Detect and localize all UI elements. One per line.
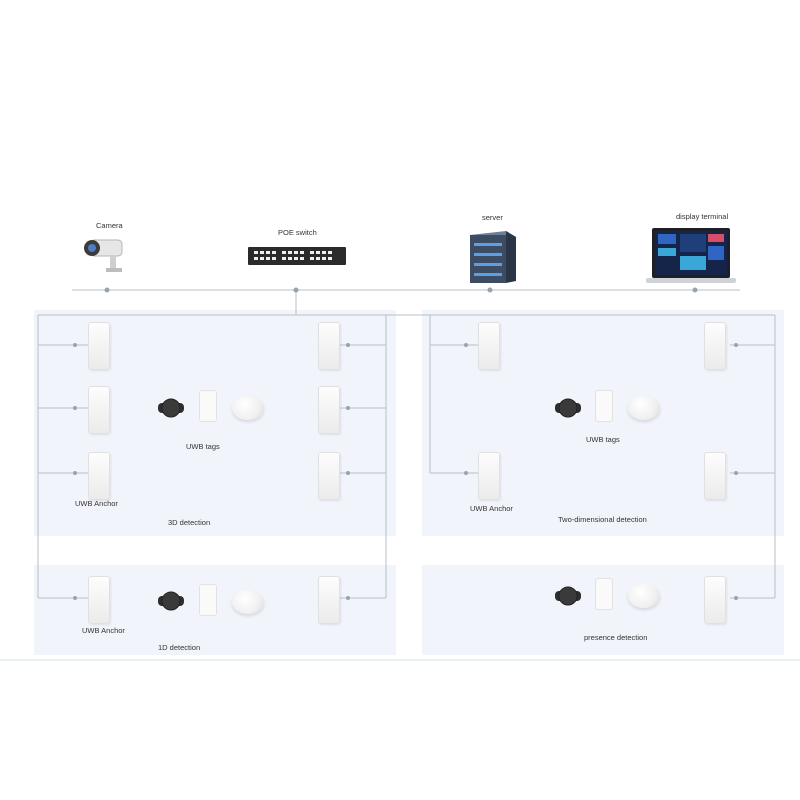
uwb-anchor	[88, 322, 110, 370]
puck-tag-icon	[628, 584, 660, 608]
poe-switch-label: POE switch	[278, 228, 317, 237]
badge-tag-icon	[199, 584, 217, 616]
uwb-anchor	[318, 386, 340, 434]
uwb-anchor	[88, 452, 110, 500]
badge-tag-icon	[199, 390, 217, 422]
uwb-anchor	[704, 576, 726, 624]
server-icon	[466, 229, 518, 285]
camera-device	[80, 236, 128, 276]
uwb-anchor-label-3d: UWB Anchor	[75, 499, 118, 508]
server-device	[466, 229, 518, 285]
uwb-anchor	[88, 386, 110, 434]
badge-tag-icon	[595, 578, 613, 610]
uwb-anchor	[318, 322, 340, 370]
uwb-tags-label-2d: UWB tags	[586, 435, 620, 444]
display-terminal-label: display terminal	[676, 212, 728, 221]
camera-icon	[80, 236, 128, 276]
zone-2d-title: Two-dimensional detection	[558, 515, 647, 524]
puck-tag-icon	[628, 396, 660, 420]
uwb-anchor	[318, 576, 340, 624]
watch-tag-icon	[158, 397, 184, 419]
puck-tag-icon	[232, 396, 264, 420]
watch-tag-icon	[158, 590, 184, 612]
zone-1d-title: 1D detection	[158, 643, 200, 652]
uwb-anchor	[478, 452, 500, 500]
uwb-tags-label-3d: UWB tags	[186, 442, 220, 451]
watch-tag-icon	[555, 397, 581, 419]
puck-tag-icon	[232, 590, 264, 614]
uwb-anchor	[318, 452, 340, 500]
server-label: server	[482, 213, 503, 222]
laptop-icon	[646, 226, 736, 284]
switch-icon	[248, 247, 346, 269]
zone-presence-title: presence detection	[584, 633, 647, 642]
uwb-anchor	[88, 576, 110, 624]
zone-3d-title: 3D detection	[168, 518, 210, 527]
uwb-anchor-label-1d: UWB Anchor	[82, 626, 125, 635]
uwb-anchor	[478, 322, 500, 370]
camera-label: Camera	[96, 221, 123, 230]
uwb-anchor-label-2d: UWB Anchor	[470, 504, 513, 513]
badge-tag-icon	[595, 390, 613, 422]
poe-switch-device	[248, 247, 346, 269]
watch-tag-icon	[555, 585, 581, 607]
uwb-anchor	[704, 452, 726, 500]
display-terminal-device	[646, 226, 736, 284]
uwb-anchor	[704, 322, 726, 370]
